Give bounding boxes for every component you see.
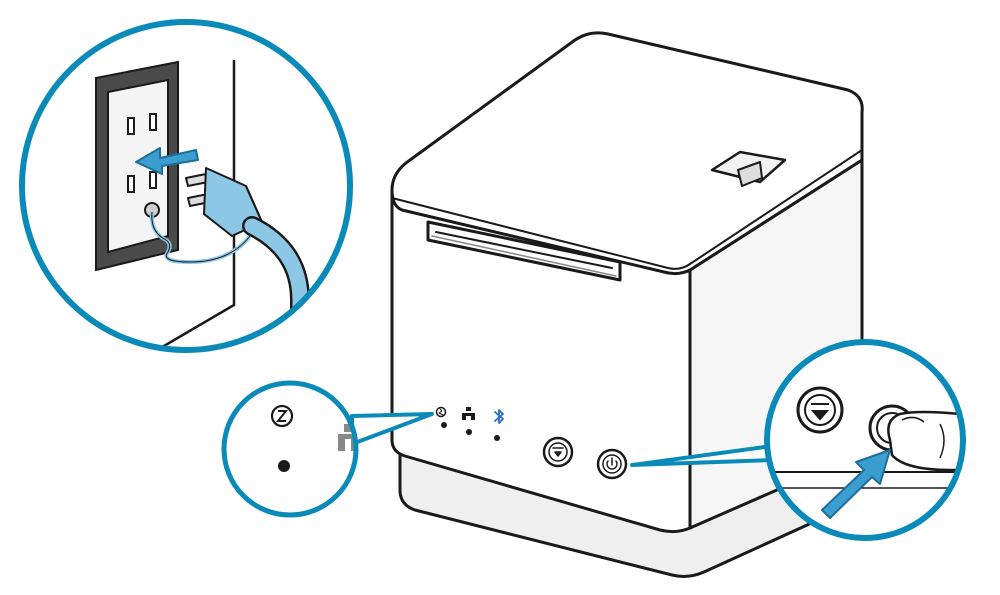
power-indicator <box>435 406 447 428</box>
feed-button[interactable] <box>542 436 574 468</box>
power-button-callout <box>630 339 966 541</box>
unplug-arrow-icon <box>135 147 199 175</box>
bluetooth-indicator <box>494 409 504 441</box>
power-indicator-zoom <box>270 404 294 472</box>
printer-top-cover <box>390 31 864 276</box>
press-arrow-icon <box>821 449 891 519</box>
finger-icon <box>887 410 963 472</box>
power-led-callout <box>221 380 434 518</box>
cover-edge <box>391 149 863 270</box>
network-indicator <box>462 407 475 435</box>
feed-button-zoom <box>796 386 844 434</box>
printer-base <box>398 428 864 578</box>
power-button[interactable] <box>596 448 628 480</box>
wall-outlet-callout <box>19 19 353 353</box>
